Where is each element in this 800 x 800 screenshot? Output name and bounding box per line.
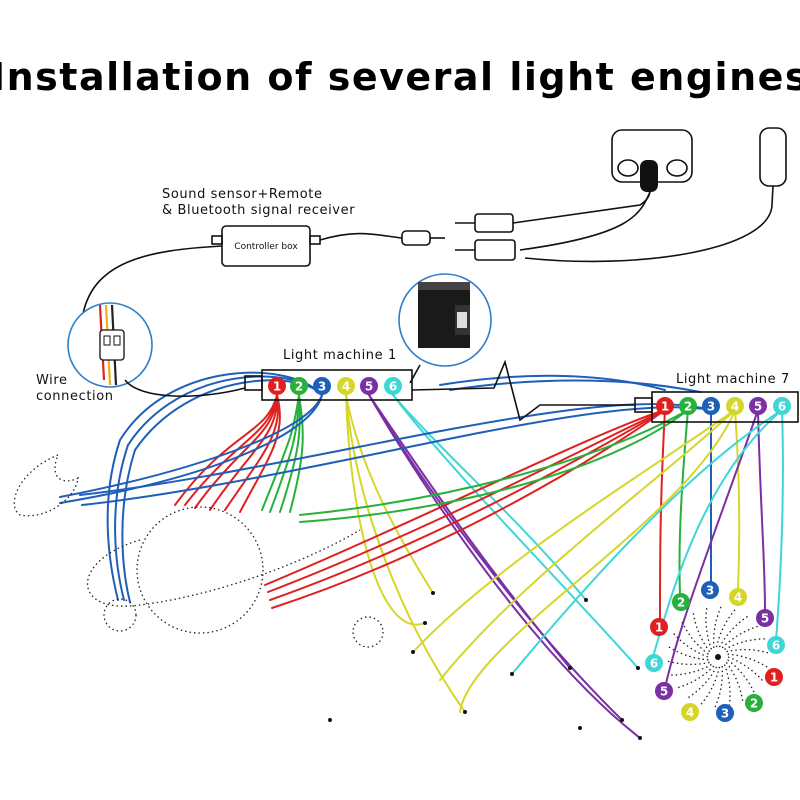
m7-red-fibers [264,409,666,621]
wire-label-line2: connection [36,389,114,404]
power-adapter-icon [524,127,787,263]
wire-to-machine1 [124,379,246,397]
end-badge-3-9-number: 3 [721,707,729,721]
end-badge-3-2: 3 [701,581,719,599]
page-title: Installation of several light engines [0,55,800,99]
wire-label-line1: Wire [36,373,68,388]
machine7-port-1: 1 [656,397,674,415]
machine1-port-1-number: 1 [273,380,281,394]
end-badge-3-9: 3 [716,704,734,722]
m7-blue-fibers [79,403,713,584]
end-badge-5-4-number: 5 [761,612,769,626]
end-badge-1-0-number: 1 [655,621,663,635]
end-badge-6-6: 6 [645,654,663,672]
machine1-port-4-number: 4 [342,380,350,394]
m7-yellow-fibers [412,409,741,713]
controller-box: Controller box [81,225,445,321]
m7-blue-upper-fibers [439,374,701,393]
end-badge-2-1: 2 [672,593,690,611]
machine7-port-3: 3 [702,397,720,415]
machine7-port-5-number: 5 [754,400,762,414]
end-badge-2-10-number: 2 [750,697,758,711]
machine7-port-6-number: 6 [778,400,786,414]
wire-connector-icon [67,302,153,388]
machine1-port-2-number: 2 [295,380,303,394]
fiber-end-points [328,591,642,740]
machine7-port-6: 6 [773,397,791,415]
end-badge-1-11-number: 1 [770,671,778,685]
planet-outline [87,506,384,648]
m1-purple-fibers [368,394,641,739]
end-badge-1-11: 1 [765,668,783,686]
bulb-icon [519,129,693,251]
end-badge-6-5-number: 6 [772,639,780,653]
machine7-port-1-number: 1 [661,400,669,414]
link-line [411,359,635,422]
end-badge-5-4: 5 [756,609,774,627]
end-badge-4-3-number: 4 [734,591,742,605]
fiber-bundles [59,371,784,739]
machine7-label: Light machine 7 [676,372,790,387]
end-badge-4-8: 4 [681,703,699,721]
end-badge-6-5: 6 [767,636,785,654]
end-badge-2-1-number: 2 [677,596,685,610]
m1-yellow-fibers [345,394,466,713]
m1-blue-fibers [59,371,323,603]
m1-cyan-fibers [392,394,639,669]
machine7-port-4: 4 [726,397,744,415]
machine7-ports: 1 2 3 4 5 6 [656,397,791,415]
end-badge-4-8-number: 4 [686,706,694,720]
end-badge-6-6-number: 6 [650,657,658,671]
light-engine-icon [398,273,492,384]
controller-box-label: Controller box [234,242,298,252]
end-badge-5-7-number: 5 [660,685,668,699]
machine7-port-3-number: 3 [707,400,715,414]
machine1-port-2: 2 [290,377,308,395]
end-badge-5-7: 5 [655,682,673,700]
receiver-label-line1: Sound sensor+Remote [162,187,323,202]
machine1-port-4: 4 [337,377,355,395]
end-badge-1-0: 1 [650,618,668,636]
machine1-label: Light machine 1 [283,348,397,363]
m1-green-fibers [261,394,304,513]
light-machine-7: 1 2 3 4 5 6 [634,391,799,423]
machine1-port-6-number: 6 [389,380,397,394]
moon-outline [13,453,79,517]
machine7-port-5: 5 [749,397,767,415]
machine7-port-2-number: 2 [684,400,692,414]
machine7-port-2: 2 [679,397,697,415]
machine7-port-4-number: 4 [731,400,739,414]
machine1-port-1: 1 [268,377,286,395]
end-badge-3-2-number: 3 [706,584,714,598]
machine1-port-3-number: 3 [318,380,326,394]
machine1-port-5: 5 [360,377,378,395]
receiver-label-line2: & Bluetooth signal receiver [162,203,355,218]
machine1-port-6: 6 [384,377,402,395]
machine1-port-3: 3 [313,377,331,395]
m7-cyan-fibers [511,409,784,675]
rca-connectors [455,189,651,261]
machine1-port-5-number: 5 [365,380,373,394]
end-badge-4-3: 4 [729,588,747,606]
end-badge-2-10: 2 [745,694,763,712]
starburst-pattern [665,604,771,710]
